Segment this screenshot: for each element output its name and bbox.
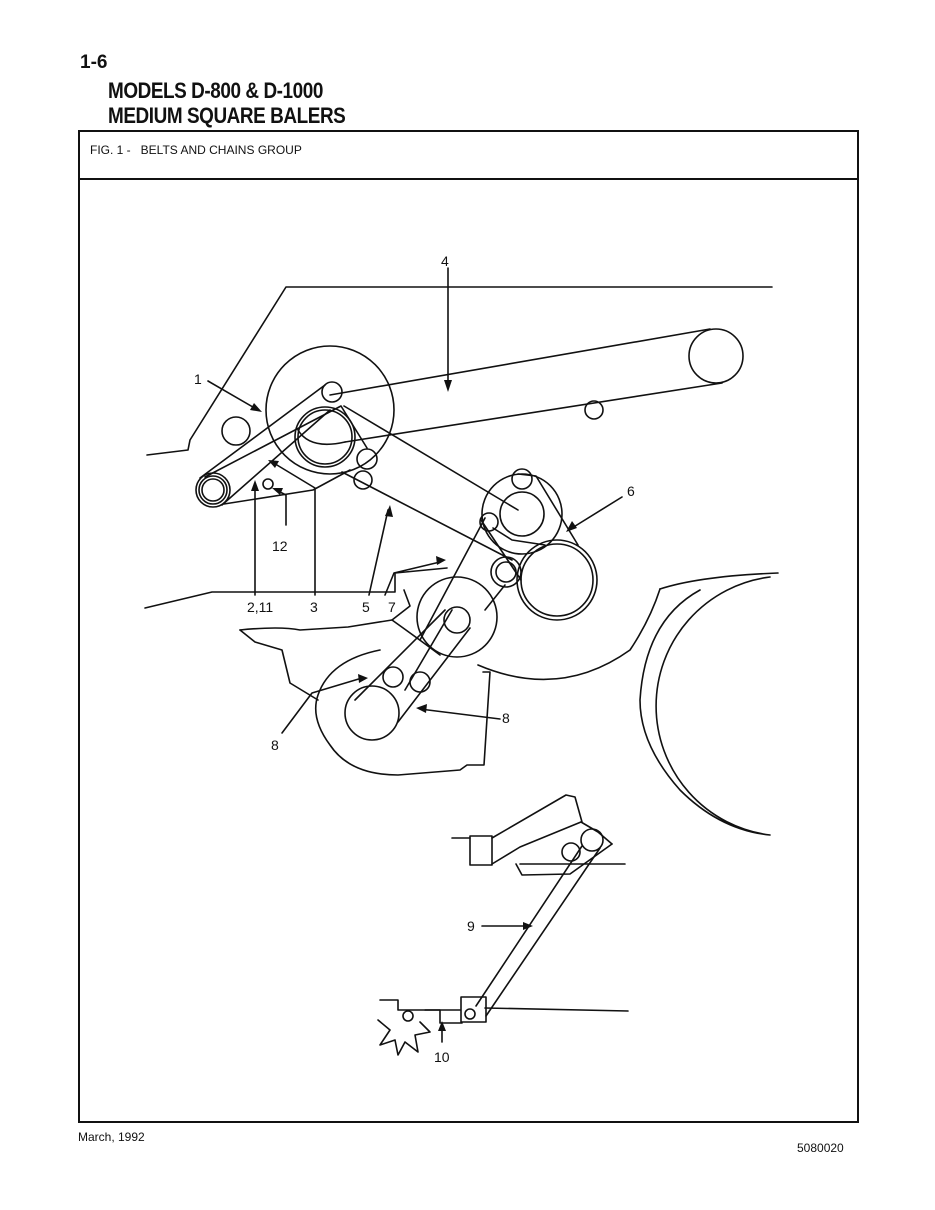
figure-frame: FIG. 1 - BELTS AND CHAINS GROUP bbox=[78, 130, 859, 1123]
callout-5: 5 bbox=[362, 599, 370, 615]
document-title-line-2: MEDIUM SQUARE BALERS bbox=[108, 103, 346, 128]
callout-12: 12 bbox=[272, 538, 288, 554]
callout-6: 6 bbox=[627, 483, 635, 499]
callout-3: 3 bbox=[310, 599, 318, 615]
callout-8-right: 8 bbox=[502, 710, 510, 726]
figure-header: FIG. 1 - BELTS AND CHAINS GROUP bbox=[80, 132, 857, 180]
callout-8-left: 8 bbox=[271, 737, 279, 753]
document-title-line-1: MODELS D-800 & D-1000 bbox=[108, 78, 323, 103]
footer-document-number: 5080020 bbox=[797, 1141, 844, 1155]
belt-1-and-3 bbox=[195, 384, 368, 508]
callout-7: 7 bbox=[388, 599, 396, 615]
chain-9-assembly bbox=[377, 794, 629, 1056]
callout-1: 1 bbox=[194, 371, 202, 387]
belt-4 bbox=[297, 328, 744, 446]
baler-frame-outline bbox=[144, 286, 779, 836]
belt-7 bbox=[419, 517, 506, 641]
callout-2-11: 2,11 bbox=[247, 599, 273, 615]
callout-4: 4 bbox=[441, 253, 449, 269]
footer-date: March, 1992 bbox=[78, 1130, 145, 1144]
belt-6-pulleys bbox=[479, 468, 598, 621]
leader-lines bbox=[207, 267, 623, 1043]
arrowheads bbox=[250, 380, 577, 1031]
belt-8-pulleys bbox=[344, 576, 498, 741]
callout-9: 9 bbox=[467, 918, 475, 934]
callout-10: 10 bbox=[434, 1049, 450, 1065]
flywheel bbox=[265, 345, 395, 475]
figure-caption: FIG. 1 - BELTS AND CHAINS GROUP bbox=[90, 143, 302, 157]
upper-drive-pulleys bbox=[221, 381, 604, 490]
page-number: 1-6 bbox=[80, 52, 108, 73]
